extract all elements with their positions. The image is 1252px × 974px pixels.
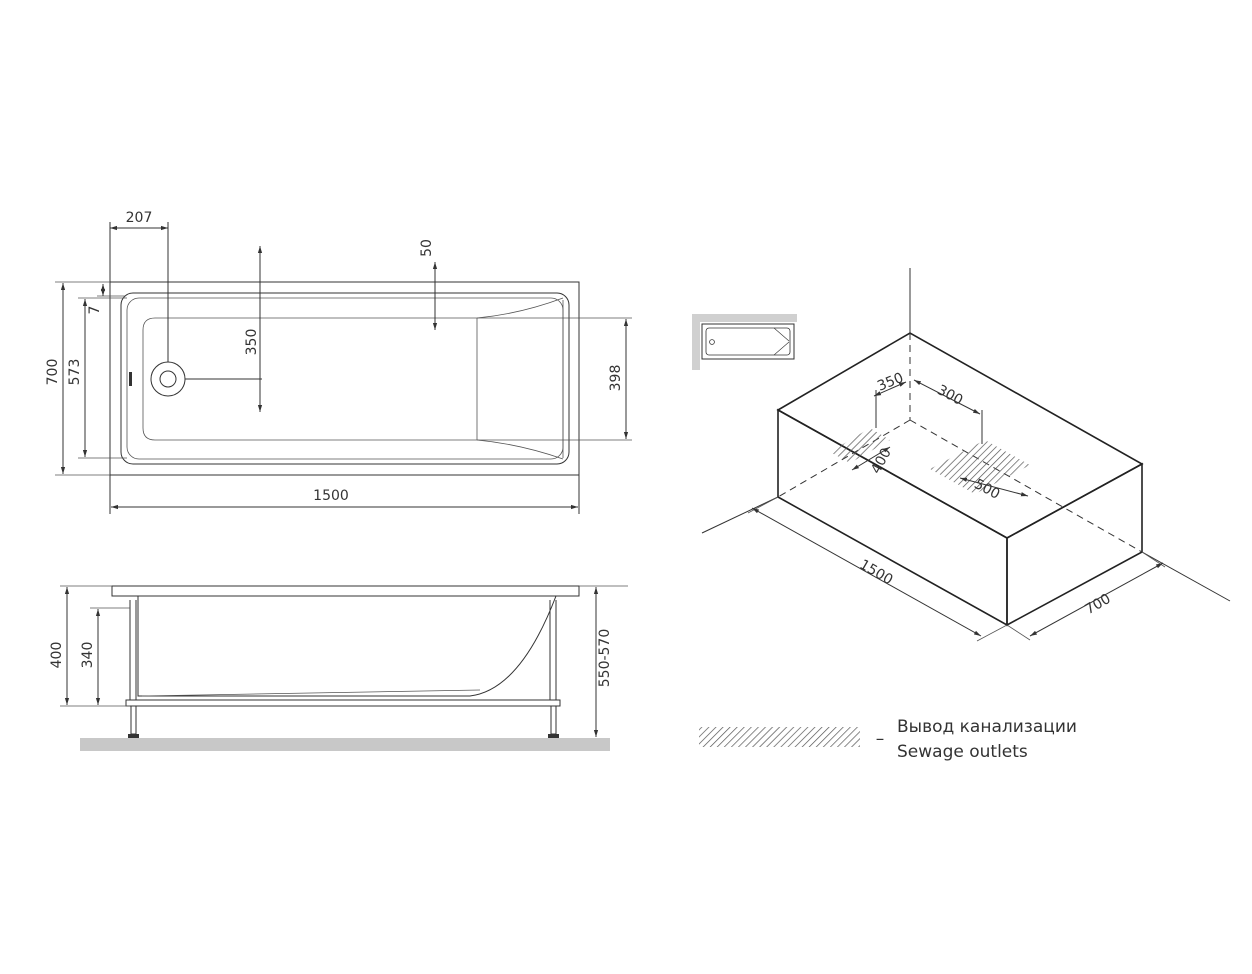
rim-outline: [109, 281, 580, 476]
thumb-tub: [701, 323, 795, 360]
bowl-floor: [142, 317, 478, 441]
floor-line-right: [1141, 551, 1231, 602]
dim-700-top: 700: [45, 359, 61, 386]
side-view: 400 340 550-570: [49, 585, 628, 751]
legend-label-en: Sewage outlets: [897, 742, 1028, 762]
drain-outer: [150, 361, 186, 397]
dim-340: 340: [80, 642, 96, 669]
dim-400-side: 400: [49, 642, 65, 669]
frame-base: [125, 699, 561, 707]
dim-207: 207: [126, 210, 153, 226]
box-front: [777, 408, 1008, 627]
dim-700-iso: 700: [1082, 591, 1113, 618]
side-rim: [111, 585, 580, 597]
bowl-outline: [120, 292, 570, 465]
foot-right: [548, 734, 559, 738]
box-top: [776, 332, 1144, 539]
dim-350-iso: 350: [875, 370, 906, 395]
side-bowl-profile: [137, 595, 557, 697]
overflow-mark: [129, 372, 132, 386]
dim-50: 50: [419, 239, 435, 257]
leg-left: [130, 705, 137, 735]
dim-573: 573: [67, 359, 83, 386]
dim-300: 300: [934, 382, 965, 409]
floor: [80, 738, 610, 751]
dim-350-top: 350: [244, 329, 260, 356]
backrest-curve-top: [476, 297, 564, 319]
dim-1500-top: 1500: [313, 488, 349, 504]
foot-left: [128, 734, 139, 738]
legend-hatch-swatch: [699, 727, 860, 747]
sewage-outlet-2: [930, 440, 1030, 494]
leg-right: [550, 705, 557, 735]
top-view: 207 50 350 7 700 573 398 1500: [45, 210, 632, 514]
dim-398: 398: [608, 365, 624, 392]
installation-thumbnail: [692, 314, 797, 370]
dim-550-570: 550-570: [597, 629, 613, 688]
sewage-outlet-1: [830, 428, 890, 463]
dim-7: 7: [87, 306, 103, 315]
legend: – Вывод канализации Sewage outlets: [699, 717, 1077, 762]
legend-dash: –: [876, 729, 885, 749]
backrest-curve-bottom: [476, 439, 564, 460]
drain-inner: [159, 370, 177, 388]
dim-1500-iso: 1500: [857, 557, 896, 589]
floor-line-left: [701, 496, 779, 534]
legend-label-ru: Вывод канализации: [897, 717, 1077, 737]
box-side: [1006, 462, 1143, 627]
